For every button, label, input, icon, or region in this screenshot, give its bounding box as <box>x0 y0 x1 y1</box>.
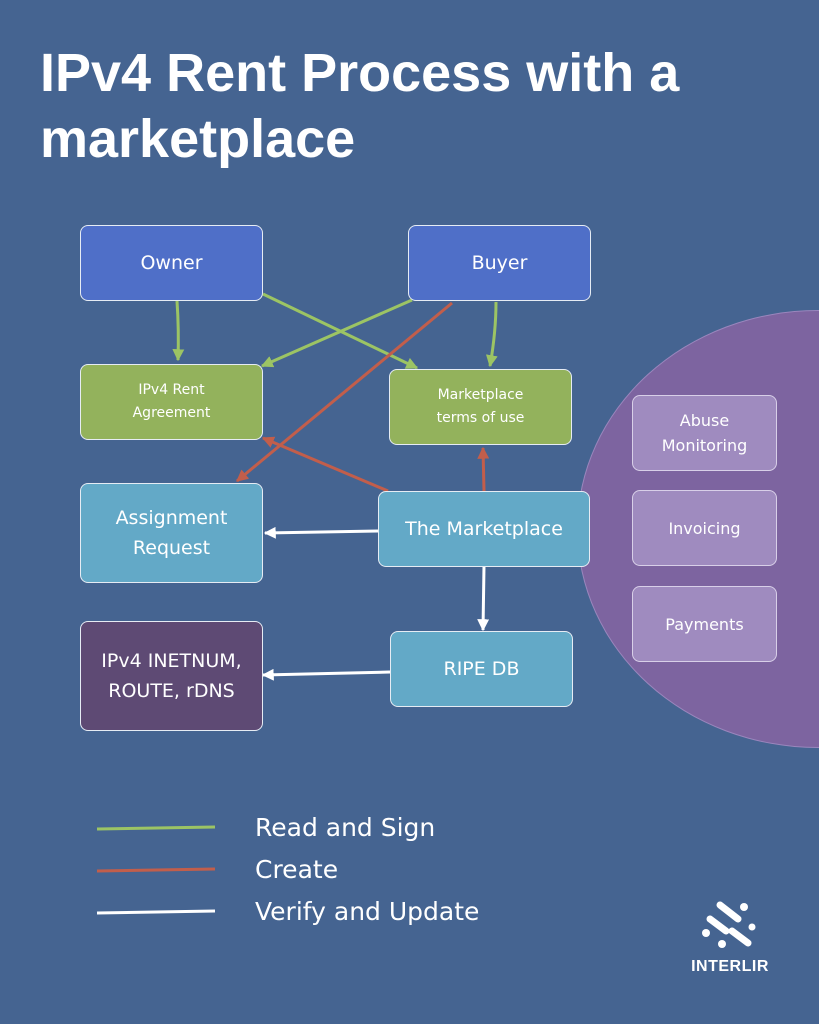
node-owner-label: Owner <box>140 252 203 274</box>
service-payments-label: Payments <box>665 614 744 634</box>
node-rent-agreement-label: IPv4 Rent Agreement <box>132 382 211 421</box>
arrow-owner-to-agreement <box>172 300 185 362</box>
node-terms-of-use: Marketplace terms of use <box>389 369 572 445</box>
node-inetnum: IPv4 INETNUM, ROUTE, rDNS <box>80 621 263 731</box>
node-ripe-db-label: RIPE DB <box>443 658 520 680</box>
arrow-buyer-to-assignment <box>236 301 453 483</box>
interlir-logo-text: INTERLIR <box>691 958 769 975</box>
node-terms-of-use-label: Marketplace terms of use <box>436 387 525 426</box>
service-payments: Payments <box>632 586 777 662</box>
arrow-ripe-to-inetnum <box>261 668 391 681</box>
arrow-marketplace-to-ripe <box>477 565 490 632</box>
legend-line-create <box>96 867 216 873</box>
service-invoicing-label: Invoicing <box>668 518 741 538</box>
legend-verify-update: Verify and Update <box>255 897 480 926</box>
legend-create: Create <box>255 855 339 884</box>
arrow-buyer-to-agreement <box>260 298 413 368</box>
node-buyer: Buyer <box>408 225 591 301</box>
node-buyer-label: Buyer <box>471 252 528 274</box>
legend-line-verify-update <box>96 909 216 915</box>
arrow-marketplace-to-agreement <box>261 436 389 493</box>
node-ripe-db: RIPE DB <box>390 631 573 707</box>
arrow-marketplace-to-terms <box>477 446 490 492</box>
node-assignment-request: Assignment Request <box>80 483 263 583</box>
node-owner: Owner <box>80 225 263 301</box>
arrow-buyer-to-terms <box>485 301 498 368</box>
legend-read-sign: Read and Sign <box>255 813 436 842</box>
legend-line-read-sign <box>96 825 216 831</box>
service-abuse-monitoring: Abuse Monitoring <box>632 395 777 471</box>
arrow-marketplace-to-assignment <box>263 526 379 539</box>
node-rent-agreement: IPv4 Rent Agreement <box>80 364 263 440</box>
node-marketplace: The Marketplace <box>378 491 590 567</box>
page-title: IPv4 Rent Process with a marketplace <box>40 43 680 169</box>
interlir-logo-icon <box>702 901 756 948</box>
node-inetnum-label: IPv4 INETNUM, ROUTE, rDNS <box>101 650 242 702</box>
service-invoicing: Invoicing <box>632 490 777 566</box>
node-marketplace-label: The Marketplace <box>405 518 563 540</box>
node-assignment-request-label: Assignment Request <box>115 507 228 559</box>
service-abuse-monitoring-label: Abuse Monitoring <box>661 411 748 455</box>
